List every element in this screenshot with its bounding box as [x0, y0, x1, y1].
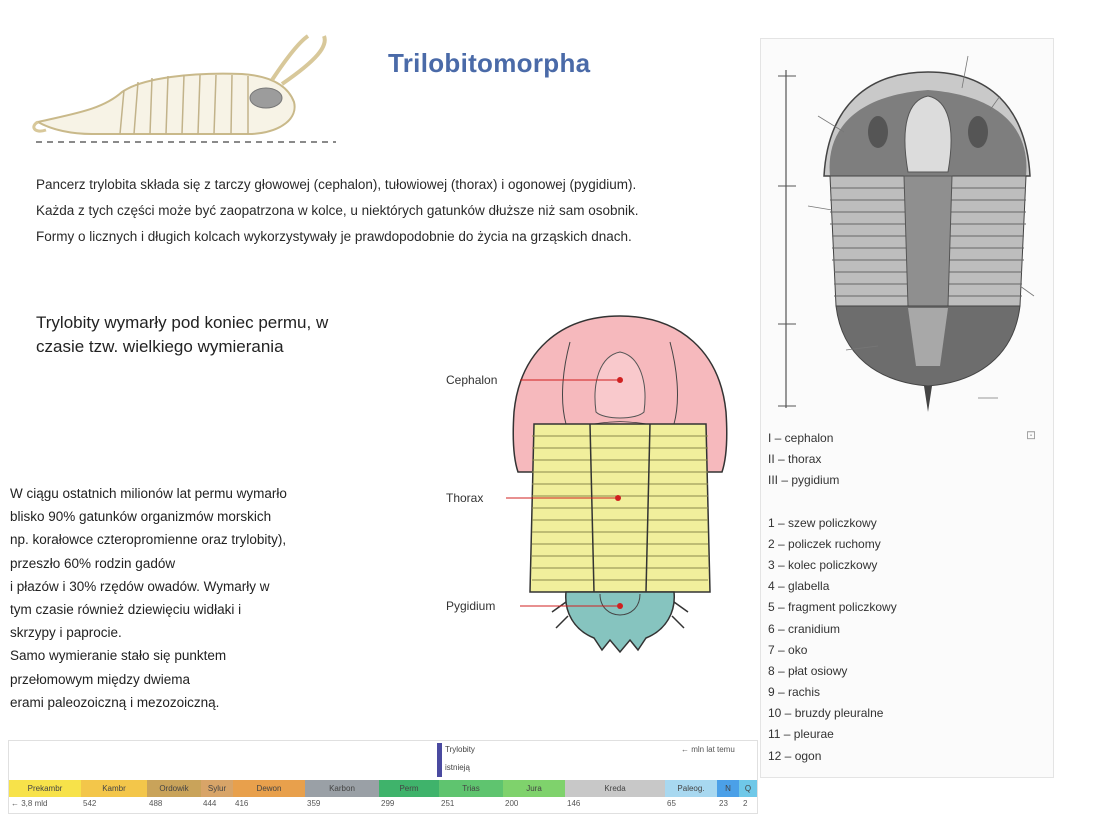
magnify-icon[interactable]: ⊡ — [1026, 428, 1037, 442]
legend-item: 10 – bruzdy pleuralne — [768, 706, 884, 721]
legend-item: 7 – oko — [768, 642, 808, 657]
anatomy-legend: I – cephalon II – thorax III – pygidium … — [768, 428, 1038, 767]
legend-item: I – cephalon — [768, 431, 834, 445]
legend-item: 6 – cranidium — [768, 621, 841, 636]
text-line: tym czasie również dziewięciu widłaki i — [10, 602, 242, 618]
period-segment: Dewon — [233, 780, 305, 797]
label-cephalon: Cephalon — [446, 373, 498, 387]
period-segment: Q — [739, 780, 757, 797]
timeline-unit-note: ← mln lat temu — [681, 745, 735, 754]
paragraph-carapace: Pancerz trylobita składa się z tarczy gł… — [36, 177, 639, 244]
trilobite-range-marker — [437, 743, 442, 777]
trilobite-anatomy-drawing — [778, 55, 1035, 412]
timeline-tick: 488 — [149, 799, 163, 808]
legend-item: II – thorax — [768, 452, 822, 467]
timeline-tick: 416 — [235, 799, 249, 808]
timeline-tick: 200 — [505, 799, 519, 808]
slide-title: Trilobitomorpha — [388, 48, 591, 78]
period-segment: Jura — [503, 780, 565, 797]
text-line: skrzypy i paprocie. — [10, 625, 122, 641]
period-segment: Prekambr — [9, 780, 81, 797]
text-line: i płazów i 30% rzędów owadów. Wymarły w — [10, 578, 270, 594]
legend-item: III – pygidium — [768, 473, 840, 488]
range-label-line: Trylobity — [445, 745, 475, 754]
period-segment: N — [717, 780, 739, 797]
text-line: W ciągu ostatnich milionów lat permu wym… — [10, 486, 287, 501]
legend-item: 5 – fragment policzkowy — [768, 600, 897, 615]
period-segment: Perm — [379, 780, 439, 797]
text-line: blisko 90% gatunków organizmów morskich — [10, 509, 272, 525]
period-segment: Paleog. — [665, 780, 717, 797]
paragraph-permian-extinction: W ciągu ostatnich milionów lat permu wym… — [10, 482, 405, 714]
legend-item: 4 – glabella — [768, 579, 830, 594]
legend-item: 3 – kolec policzkowy — [768, 557, 878, 572]
label-thorax: Thorax — [446, 491, 484, 505]
timeline-tick: 2 — [743, 799, 748, 808]
trilobite-colored-diagram — [506, 315, 728, 654]
legend-item: 8 – płat osiowy — [768, 663, 848, 678]
timeline-tick: ← 3,8 mld — [11, 799, 48, 808]
timeline-tick: 444 — [203, 799, 217, 808]
period-segment: Ordowik — [147, 780, 201, 797]
paragraph-extinction: Trylobity wymarły pod koniec permu, w cz… — [36, 313, 329, 356]
label-pygidium: Pygidium — [446, 599, 496, 613]
timeline-tick: 251 — [441, 799, 455, 808]
legend-item: 11 – pleurae — [768, 727, 834, 742]
text-line: przeszło 60% rodzin gadów — [10, 555, 176, 571]
text-line: przełomowym między dwiema — [10, 671, 191, 687]
timeline-tick: 146 — [567, 799, 581, 808]
timeline-tick: 65 — [667, 799, 676, 808]
period-segment: Kreda — [565, 780, 665, 797]
period-segment: Sylur — [201, 780, 233, 797]
legend-item: 1 – szew policzkowy — [768, 515, 877, 530]
legend-item: 2 – policzek ruchomy — [768, 536, 881, 551]
timeline-tick: 23 — [719, 799, 728, 808]
text-line: np. korałowce czteropromienne oraz trylo… — [10, 532, 287, 548]
timeline-tick: 542 — [83, 799, 97, 808]
text-line: Samo wymieranie stało się punktem — [10, 648, 227, 664]
legend-item: 9 – rachis — [768, 685, 821, 700]
timeline-tick: 299 — [381, 799, 395, 808]
legend-item: 12 – ogon — [768, 748, 822, 763]
text-line: erami paleozoiczną i mezozoiczną. — [10, 694, 220, 710]
range-label-line: istnieją — [445, 763, 470, 772]
trilobite-sideview-illustration — [32, 34, 336, 143]
geologic-timeline: Trylobity istnieją ← mln lat temu Prekam… — [8, 740, 758, 814]
period-segment: Kambr — [81, 780, 147, 797]
period-segment: Karbon — [305, 780, 379, 797]
timeline-tick: 359 — [307, 799, 321, 808]
period-segment: Trias — [439, 780, 503, 797]
